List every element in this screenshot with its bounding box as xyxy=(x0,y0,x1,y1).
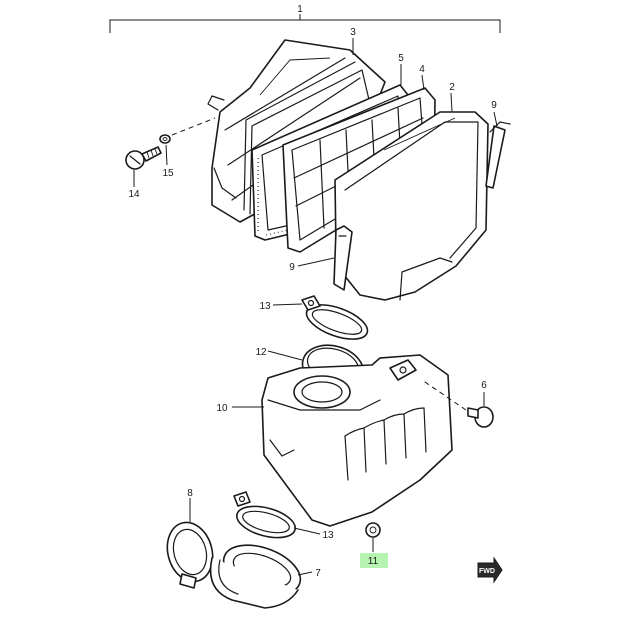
callout-13-lower: 13 xyxy=(322,530,334,541)
callout-11: 11 xyxy=(368,556,379,567)
part-15-washer xyxy=(159,134,171,144)
callout-1: 1 xyxy=(297,4,303,15)
callout-labels: 1 3 5 4 2 9 15 14 9 13 12 10 6 8 13 7 11 xyxy=(128,4,497,579)
callout-13-upper: 13 xyxy=(259,301,271,312)
callout-6: 6 xyxy=(481,380,487,391)
part-2-case-cover xyxy=(334,111,489,301)
callout-9-upper: 9 xyxy=(491,100,497,111)
part-7-intake-pipe xyxy=(209,544,302,609)
callout-4: 4 xyxy=(419,64,425,75)
callout-14: 14 xyxy=(128,189,140,200)
leader-lines xyxy=(133,38,498,576)
part-13-clamp-lower xyxy=(233,491,297,539)
fwd-label: FWD xyxy=(479,568,495,575)
part-10-case-body xyxy=(261,354,453,527)
part-6-bolt xyxy=(467,406,494,428)
callout-5: 5 xyxy=(398,53,404,64)
callout-15: 15 xyxy=(162,168,174,179)
callout-7: 7 xyxy=(315,568,321,579)
part-9-clip-lower xyxy=(333,225,353,291)
callout-9-lower: 9 xyxy=(289,262,295,273)
callout-11-highlight xyxy=(360,553,388,568)
fwd-arrow-icon: FWD xyxy=(477,556,503,584)
callout-8: 8 xyxy=(187,488,193,499)
part-13-clamp-upper xyxy=(301,295,369,340)
callout-12: 12 xyxy=(255,347,267,358)
assembly-line-screw xyxy=(171,117,216,136)
part-9-clip-upper xyxy=(485,121,511,189)
callout-2: 2 xyxy=(449,82,455,93)
part-8-clamp xyxy=(166,521,214,589)
part-11-grommet xyxy=(365,522,381,538)
callout-3: 3 xyxy=(350,27,356,38)
callout-10: 10 xyxy=(216,403,228,414)
assembly-bracket xyxy=(109,14,501,33)
part-14-screw xyxy=(125,146,162,170)
